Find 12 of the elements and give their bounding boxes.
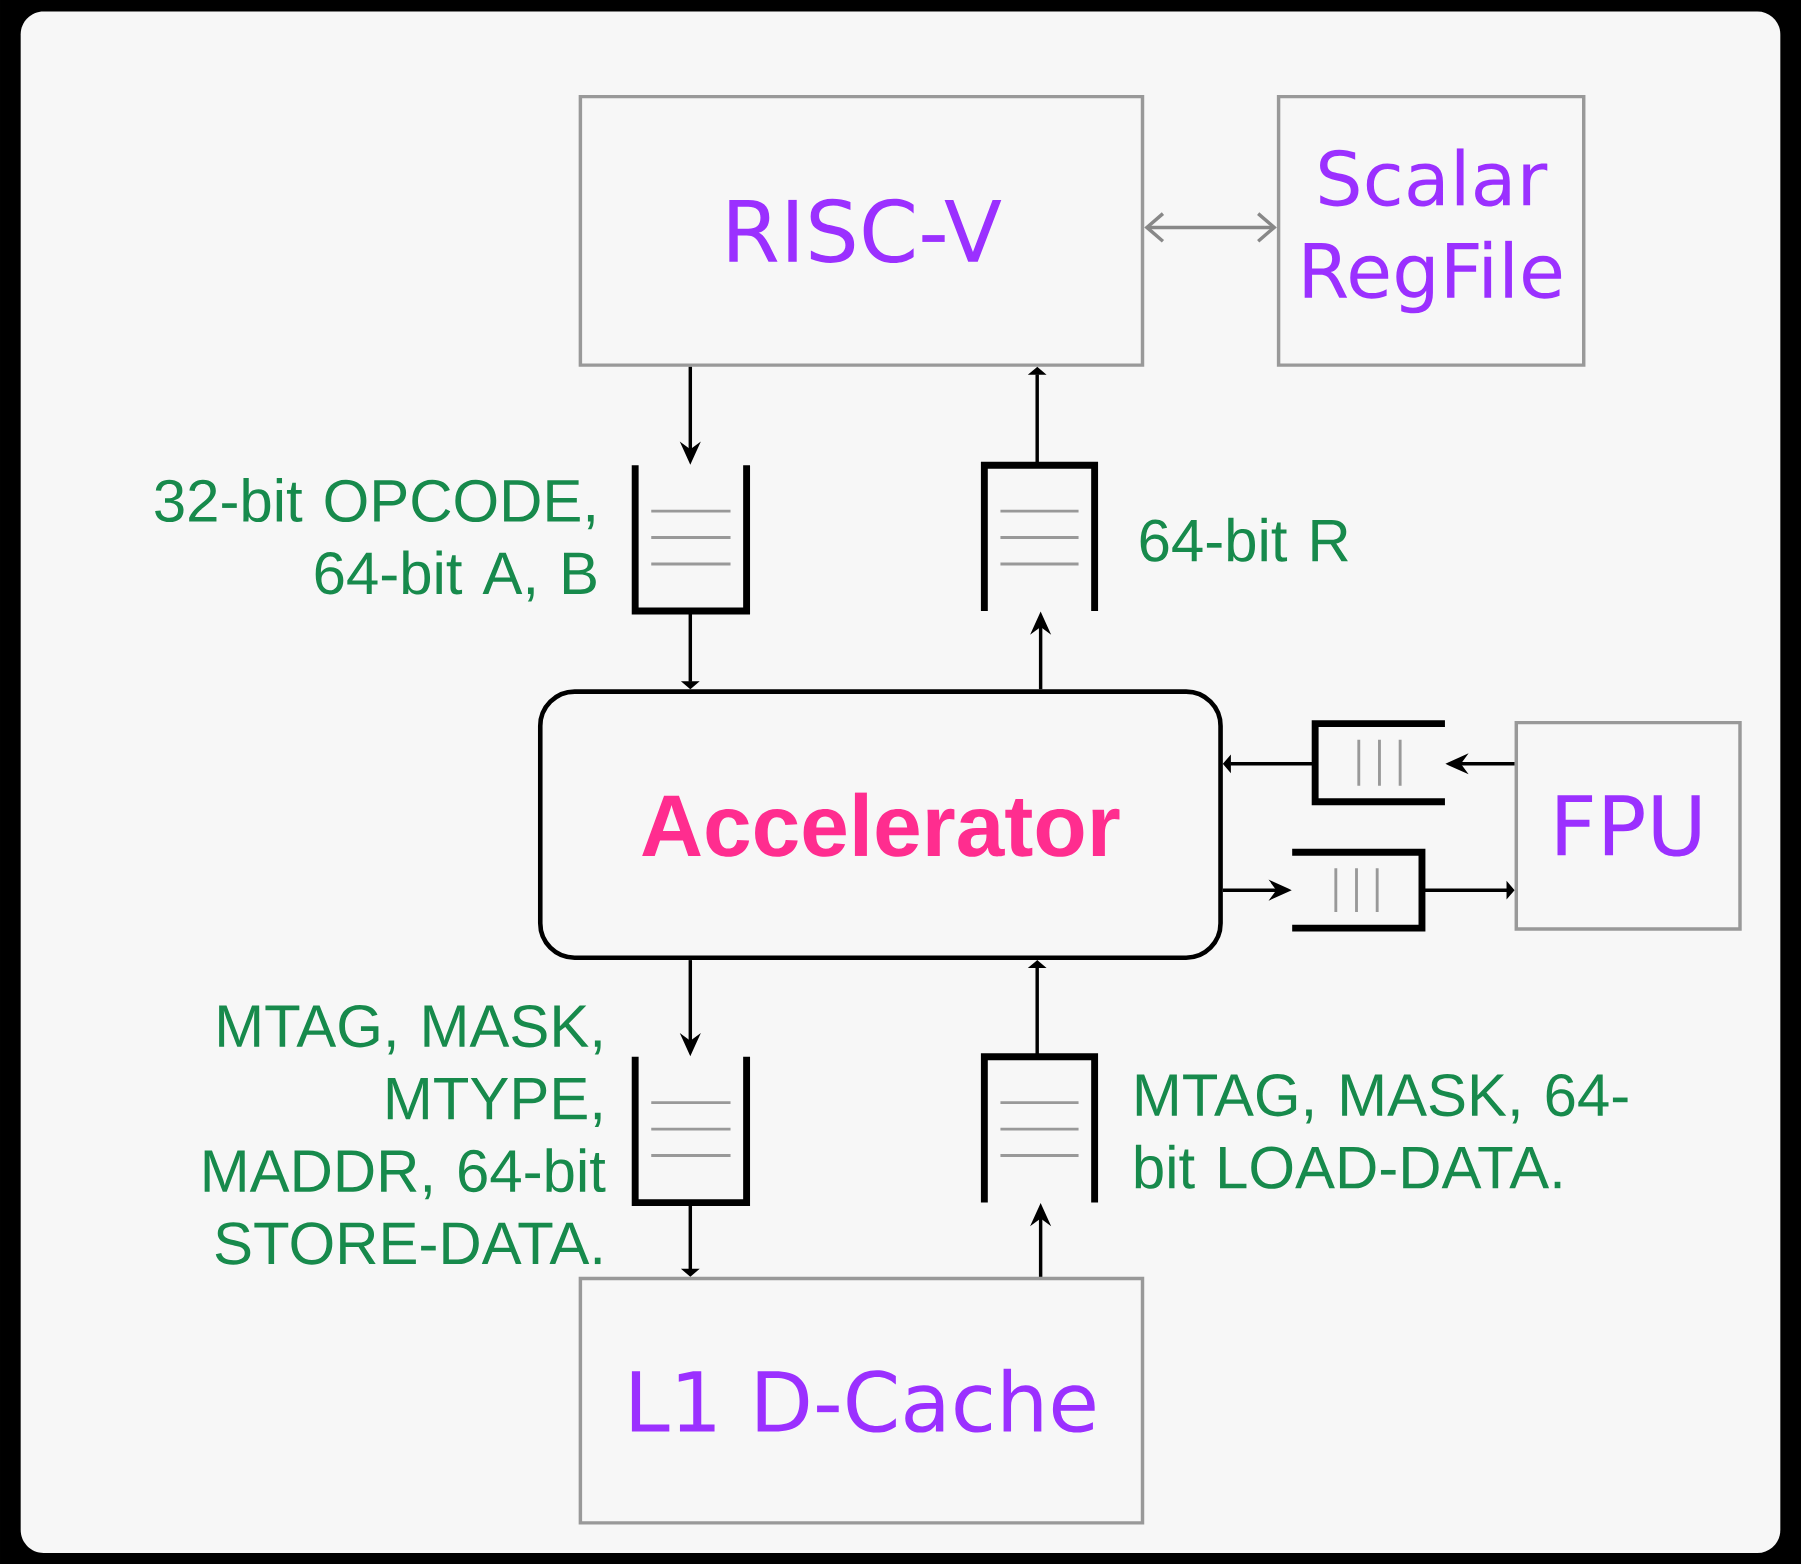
- block-box: L1 D-Cache: [578, 1276, 1145, 1525]
- queue-drawing: [980, 1053, 1099, 1203]
- queue-label: MTAG, MASK, 64-bit LOAD-DATA.: [1135, 1073, 1628, 1189]
- block-box: RISC-V: [578, 94, 1145, 367]
- queue-drawing: [631, 1056, 751, 1206]
- queue-label: 64-bit R: [1140, 517, 1348, 562]
- block-box: Scalar RegFile: [1276, 94, 1586, 367]
- queue-label: 32-bit OPCODE, 64-bit A, B: [155, 477, 596, 602]
- queue-label: MTAG, MASK, MTYPE, MADDR, 64-bit STORE-DATA.: [204, 1004, 606, 1265]
- arrow: [1144, 212, 1277, 243]
- accelerator-box: Accelerator: [537, 689, 1223, 960]
- block-box: FPU: [1514, 720, 1742, 931]
